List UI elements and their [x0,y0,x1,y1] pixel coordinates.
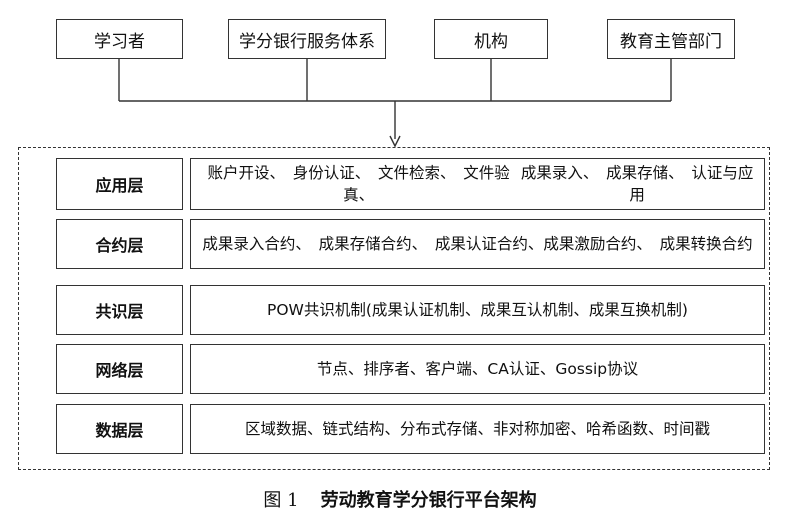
layer-desc-line: 节点、排序者、客户端、CA认证、Gossip协议 [316,360,639,378]
layer-desc-line: 成果录入、 成果存储、 认证与应用 [520,164,754,204]
layer-name-consensus: 共识层 [56,285,183,335]
layer-desc-line: POW共识机制(成果认证机制、成果互认机制、成果互换机制) [267,301,688,319]
layer-desc-line: 成果激励合约、 成果转换合约 [543,235,753,253]
platform-frame [18,147,770,470]
top-box-learner: 学习者 [56,19,183,59]
top-box-education-authority: 教育主管部门 [607,19,735,59]
layer-desc-line: 成果录入合约、 成果存储合约、 成果认证合约、 [202,235,544,253]
figure-title: 劳动教育学分银行平台架构 [320,490,537,511]
figure-number: 图 1 [263,490,299,511]
layer-desc-application: 账户开设、 身份认证、 文件检索、 文件验真、 成果录入、 成果存储、 认证与应… [190,158,765,210]
layer-desc-line: 账户开设、 身份认证、 文件检索、 文件验真、 [207,164,510,204]
figure-caption: 图 1 劳动教育学分银行平台架构 [0,486,800,512]
layer-name-data: 数据层 [56,404,183,454]
layer-name-network: 网络层 [56,344,183,394]
layer-desc-line: 区域数据、链式结构、分布式存储、非对称加密、哈希函数、时间戳 [244,420,710,438]
layer-desc-consensus: POW共识机制(成果认证机制、成果互认机制、成果互换机制) [190,285,765,335]
top-box-institution: 机构 [434,19,548,59]
top-box-service-system: 学分银行服务体系 [228,19,386,59]
layer-name-contract: 合约层 [56,219,183,269]
arrow-head [389,135,401,148]
layer-desc-data: 区域数据、链式结构、分布式存储、非对称加密、哈希函数、时间戳 [190,404,765,454]
layer-desc-contract: 成果录入合约、 成果存储合约、 成果认证合约、 成果激励合约、 成果转换合约 [190,219,765,269]
layer-desc-network: 节点、排序者、客户端、CA认证、Gossip协议 [190,344,765,394]
layer-name-application: 应用层 [56,158,183,210]
